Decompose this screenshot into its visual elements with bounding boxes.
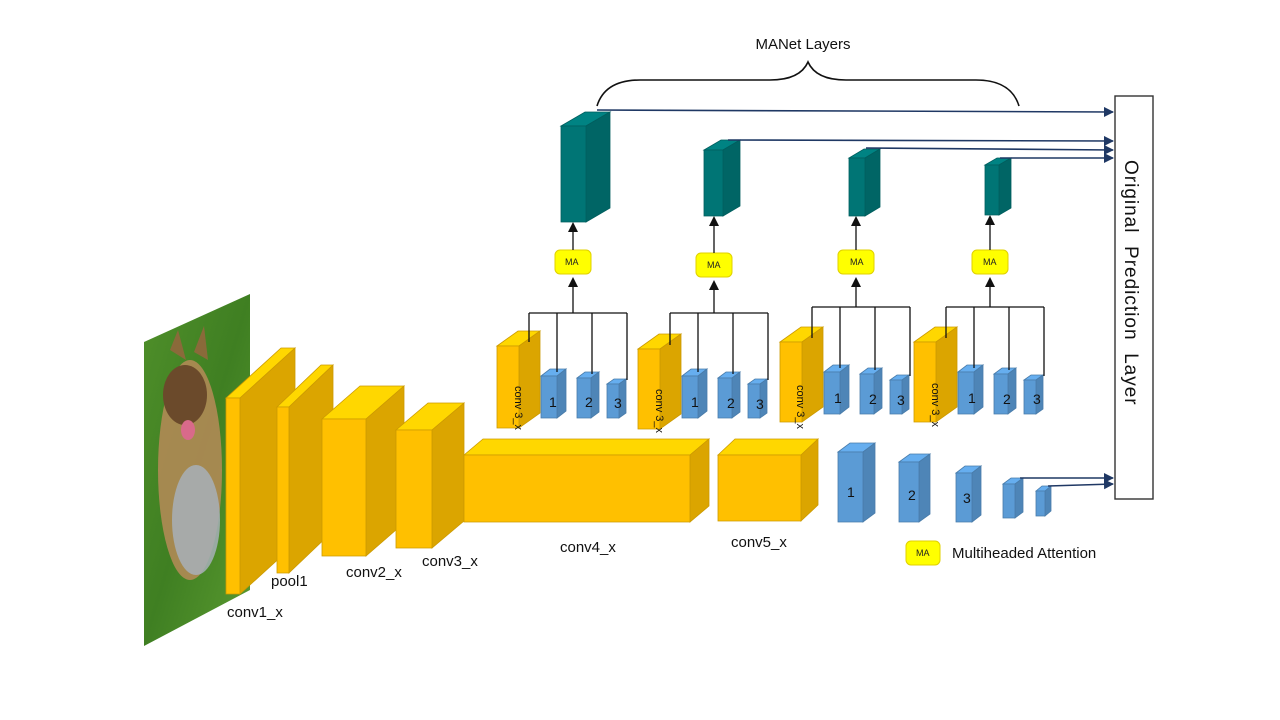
branch-2-connectors bbox=[669, 280, 769, 380]
extra-layer-4 bbox=[1001, 477, 1025, 519]
branch-3-sub-2: 2 bbox=[869, 391, 877, 407]
legend-text: Multiheaded Attention bbox=[952, 545, 1096, 562]
extra-layer-label-3: 3 bbox=[963, 490, 971, 506]
branch-2-conv-block bbox=[636, 333, 683, 430]
branch-4-sub-1: 1 bbox=[968, 390, 976, 406]
conv5-block bbox=[716, 438, 820, 522]
branch-1-connectors bbox=[528, 277, 628, 380]
branch-4-connectors bbox=[945, 277, 1045, 376]
manet-branches: conv 3_x 1 2 3 conv 3_x 1 2 3 conv 3_x 1… bbox=[495, 111, 1045, 434]
diagram-title: MANet Layers bbox=[755, 36, 850, 53]
legend-swatch bbox=[905, 540, 941, 566]
extra-layer-1 bbox=[836, 442, 877, 523]
branch-3-conv-label: conv 3_x bbox=[794, 385, 806, 430]
branch-1-sub-block-3 bbox=[605, 378, 628, 419]
branch-2-sub-block-3 bbox=[746, 378, 769, 419]
branch-4-manet-layer bbox=[983, 157, 1013, 216]
extra-layer-3 bbox=[954, 465, 983, 523]
pool1-label: pool1 bbox=[271, 573, 308, 590]
branch-2-conv-label: conv 3_x bbox=[653, 389, 665, 434]
branch-3-sub-block-1 bbox=[822, 364, 851, 415]
branch-1-conv-block bbox=[495, 330, 542, 429]
branch-1-conv-label: conv 3_x bbox=[512, 386, 524, 431]
branch-3-connectors bbox=[811, 277, 911, 376]
branch-2-sub-1: 1 bbox=[691, 394, 699, 410]
branch-1-manet-layer bbox=[559, 111, 612, 223]
branch-4-sub-2: 2 bbox=[1003, 391, 1011, 407]
arrow-branch-3 bbox=[865, 144, 1114, 155]
branch-4-sub-block-2 bbox=[992, 367, 1018, 415]
conv1-label: conv1_x bbox=[227, 604, 283, 621]
manet-layers-brace: MANet Layers bbox=[596, 36, 1020, 107]
branch-3-ma-tag: MA bbox=[850, 257, 864, 267]
branch-3-sub-3: 3 bbox=[897, 392, 905, 408]
branch-4-sub-block-3 bbox=[1022, 374, 1045, 415]
branch-2-sub-3: 3 bbox=[756, 396, 764, 412]
input-image bbox=[144, 294, 250, 646]
branch-3-sub-block-2 bbox=[858, 367, 884, 415]
branch-1-sub-block-1 bbox=[539, 368, 568, 419]
branch-3-manet-layer bbox=[847, 148, 882, 217]
conv5-label: conv5_x bbox=[731, 534, 787, 551]
conv3-block bbox=[394, 402, 466, 549]
branch-1-sub-3: 3 bbox=[614, 395, 622, 411]
branch-2-sub-block-1 bbox=[680, 368, 709, 419]
branch-4-conv-label: conv 3_x bbox=[929, 383, 941, 428]
conv2-label: conv2_x bbox=[346, 564, 402, 581]
branch-2-manet-layer bbox=[702, 139, 742, 217]
extra-layer-2 bbox=[897, 453, 932, 523]
extra-layer-label-1: 1 bbox=[847, 484, 855, 500]
output-arrows bbox=[596, 106, 1114, 490]
branch-4-sub-block-1 bbox=[956, 364, 985, 415]
arrow-extra-b bbox=[1047, 479, 1114, 490]
arrow-branch-1 bbox=[596, 106, 1114, 117]
legend: Multiheaded Attention MA bbox=[905, 540, 1096, 566]
branch-4-sub-3: 3 bbox=[1033, 391, 1041, 407]
branch-1-ma-tag: MA bbox=[565, 257, 579, 267]
conv4-label: conv4_x bbox=[560, 539, 616, 556]
branch-1-sub-block-2 bbox=[575, 371, 601, 419]
branch-3-sub-1: 1 bbox=[834, 390, 842, 406]
conv3-label: conv3_x bbox=[422, 553, 478, 570]
prediction-layer-label: Original Prediction Layer bbox=[1120, 160, 1141, 406]
extra-layers: 1 2 3 bbox=[836, 442, 1053, 523]
arrow-branch-2 bbox=[727, 135, 1114, 146]
backbone: conv1_x pool1 conv2_x conv3_x conv4_x co… bbox=[224, 347, 820, 621]
branch-2-sub-block-2 bbox=[716, 371, 742, 419]
legend-tag: MA bbox=[916, 548, 930, 558]
branch-1-sub-1: 1 bbox=[549, 394, 557, 410]
branch-3-sub-block-3 bbox=[888, 374, 911, 415]
prediction-layer: Original Prediction Layer bbox=[1114, 95, 1154, 500]
branch-4-ma-tag: MA bbox=[983, 257, 997, 267]
branch-2-sub-2: 2 bbox=[727, 395, 735, 411]
branch-2-ma-tag: MA bbox=[707, 260, 721, 270]
conv2-block bbox=[320, 385, 406, 557]
branch-1-sub-2: 2 bbox=[585, 394, 593, 410]
conv4-block bbox=[462, 438, 711, 523]
extra-layer-label-2: 2 bbox=[908, 487, 916, 503]
extra-layer-5 bbox=[1034, 485, 1053, 517]
